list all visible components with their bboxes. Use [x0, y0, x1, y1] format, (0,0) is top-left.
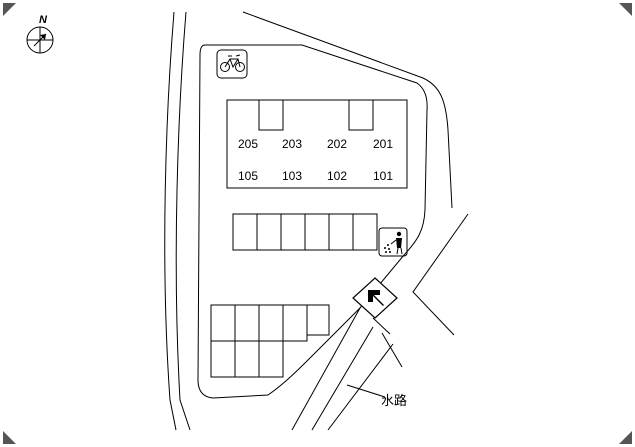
- waterway-label: 水路: [381, 393, 407, 409]
- unit-103: 103: [282, 169, 302, 183]
- entrance-road: [291, 307, 403, 431]
- north-label: N: [39, 14, 48, 26]
- parking-block-lower: [210, 304, 330, 378]
- corner-marks: [3, 3, 632, 444]
- unit-203: 203: [282, 137, 302, 151]
- unit-102: 102: [327, 169, 347, 183]
- unit-105: 105: [238, 169, 258, 183]
- garbage-station-icon: [378, 227, 408, 257]
- bicycle-parking-icon: [216, 49, 248, 79]
- unit-205: 205: [238, 137, 258, 151]
- unit-202: 202: [327, 137, 347, 151]
- left-road: [164, 11, 191, 431]
- property-boundary: [197, 44, 428, 399]
- unit-201: 201: [373, 137, 393, 151]
- right-road: [242, 11, 469, 336]
- north-compass-icon: N: [26, 14, 54, 54]
- apartment-building: 205 203 202 201 105 103 102 101: [226, 99, 408, 189]
- entrance-arrow-icon: [352, 277, 398, 319]
- parking-row-upper: [232, 213, 378, 251]
- unit-101: 101: [373, 169, 393, 183]
